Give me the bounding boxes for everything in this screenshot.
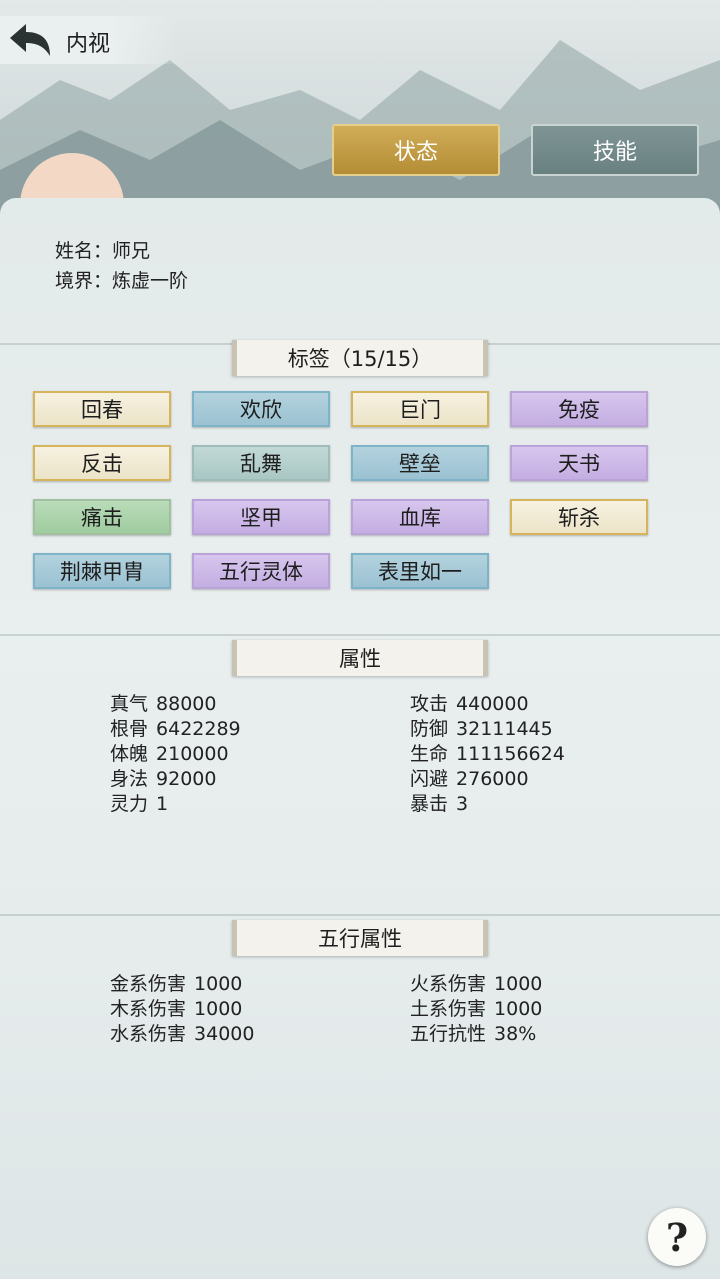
divider — [0, 634, 720, 636]
question-icon[interactable]: ? — [648, 1208, 706, 1266]
tab-status[interactable]: 状态 — [332, 124, 500, 176]
elements-section-title: 五行属性 — [232, 920, 488, 956]
tag-item[interactable]: 坚甲 — [192, 499, 330, 535]
attribute-value: 3 — [456, 793, 469, 815]
attributes-section-title: 属性 — [232, 640, 488, 676]
attribute-key: 根骨 — [110, 718, 149, 740]
attribute-value: 1 — [156, 793, 169, 815]
element-row: 水系伤害 34000 — [110, 1019, 254, 1046]
attribute-row: 暴击 3 — [410, 789, 468, 816]
tag-item[interactable]: 天书 — [510, 445, 648, 481]
tag-item[interactable]: 巨门 — [351, 391, 489, 427]
attribute-value: 92000 — [156, 768, 217, 790]
element-key: 木系伤害 — [110, 998, 187, 1020]
tag-item[interactable]: 回春 — [33, 391, 171, 427]
element-row: 土系伤害 1000 — [410, 994, 542, 1021]
tag-item[interactable]: 表里如一 — [351, 553, 489, 589]
tag-item[interactable]: 荆棘甲胄 — [33, 553, 171, 589]
attribute-key: 暴击 — [410, 793, 449, 815]
tag-item[interactable]: 乱舞 — [192, 445, 330, 481]
attribute-value: 32111445 — [456, 718, 553, 740]
character-name: 师兄 — [112, 240, 151, 262]
attribute-row: 根骨 6422289 — [110, 714, 241, 741]
element-value: 1000 — [194, 973, 243, 995]
attribute-row: 体魄 210000 — [110, 739, 229, 766]
element-key: 火系伤害 — [410, 973, 487, 995]
divider — [0, 914, 720, 916]
attribute-row: 生命 111156624 — [410, 739, 565, 766]
tag-item[interactable]: 反击 — [33, 445, 171, 481]
attribute-row: 攻击 440000 — [410, 689, 529, 716]
tag-item[interactable]: 斩杀 — [510, 499, 648, 535]
element-key: 五行抗性 — [410, 1023, 487, 1045]
attribute-value: 276000 — [456, 768, 529, 790]
tag-item[interactable]: 欢欣 — [192, 391, 330, 427]
element-key: 金系伤害 — [110, 973, 187, 995]
attribute-value: 210000 — [156, 743, 229, 765]
element-row: 五行抗性 38% — [410, 1019, 536, 1046]
attribute-row: 闪避 276000 — [410, 764, 529, 791]
element-value: 1000 — [494, 973, 543, 995]
attribute-key: 攻击 — [410, 693, 449, 715]
attribute-key: 闪避 — [410, 768, 449, 790]
element-row: 木系伤害 1000 — [110, 994, 242, 1021]
attribute-key: 身法 — [110, 768, 149, 790]
attribute-row: 身法 92000 — [110, 764, 216, 791]
attribute-value: 88000 — [156, 693, 217, 715]
attribute-row: 防御 32111445 — [410, 714, 553, 741]
element-value: 38% — [494, 1023, 537, 1045]
attribute-key: 体魄 — [110, 743, 149, 765]
attribute-row: 灵力 1 — [110, 789, 168, 816]
character-realm-row: 境界：炼虚一阶 — [55, 266, 188, 293]
attribute-key: 灵力 — [110, 793, 149, 815]
attribute-value: 440000 — [456, 693, 529, 715]
page-title: 内视 — [66, 32, 111, 57]
name-label: 姓名： — [55, 240, 113, 262]
tag-item[interactable]: 五行灵体 — [192, 553, 330, 589]
attribute-value: 6422289 — [156, 718, 241, 740]
realm-label: 境界： — [55, 270, 113, 292]
element-row: 火系伤害 1000 — [410, 969, 542, 996]
tag-item[interactable]: 痛击 — [33, 499, 171, 535]
element-value: 34000 — [194, 1023, 255, 1045]
tags-section-title: 标签（15/15） — [232, 340, 488, 376]
element-key: 水系伤害 — [110, 1023, 187, 1045]
tag-item[interactable]: 免疫 — [510, 391, 648, 427]
tag-item[interactable]: 血库 — [351, 499, 489, 535]
attribute-key: 生命 — [410, 743, 449, 765]
element-value: 1000 — [494, 998, 543, 1020]
element-row: 金系伤害 1000 — [110, 969, 242, 996]
attribute-row: 真气 88000 — [110, 689, 216, 716]
character-name-row: 姓名：师兄 — [55, 236, 150, 263]
tag-item[interactable]: 壁垒 — [351, 445, 489, 481]
tab-skill[interactable]: 技能 — [531, 124, 699, 176]
element-key: 土系伤害 — [410, 998, 487, 1020]
main-panel — [0, 198, 720, 1279]
character-realm: 炼虚一阶 — [112, 270, 189, 292]
back-arrow-icon[interactable] — [6, 22, 54, 58]
attribute-key: 真气 — [110, 693, 149, 715]
element-value: 1000 — [194, 998, 243, 1020]
attribute-value: 111156624 — [456, 743, 565, 765]
attribute-key: 防御 — [410, 718, 449, 740]
